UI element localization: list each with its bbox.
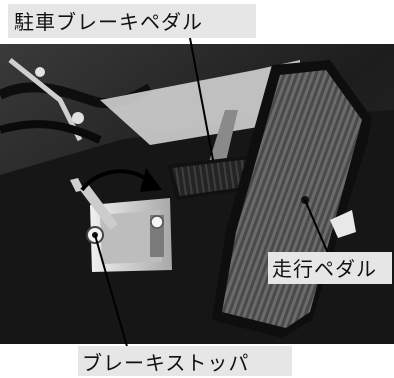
brake-stopper-mechanism xyxy=(70,178,172,272)
travel-pedal-label: 走行ペダル xyxy=(272,257,377,281)
leader-line-brake-stopper xyxy=(94,234,129,351)
white-panel xyxy=(100,60,300,145)
leader-line-travel-pedal xyxy=(304,199,331,259)
label-parking-brake-pedal: 駐車ブレーキペダル xyxy=(8,4,256,38)
travel-pedal xyxy=(212,60,372,338)
leader-line-parking-brake xyxy=(189,37,214,161)
parking-brake-pedal-label: 駐車ブレーキペダル xyxy=(14,10,203,34)
label-brake-stopper: ブレーキストッパ xyxy=(78,346,292,376)
rotation-arrow xyxy=(80,168,162,192)
brake-stopper-label: ブレーキストッパ xyxy=(82,351,249,375)
label-travel-pedal: 走行ペダル xyxy=(268,252,392,284)
